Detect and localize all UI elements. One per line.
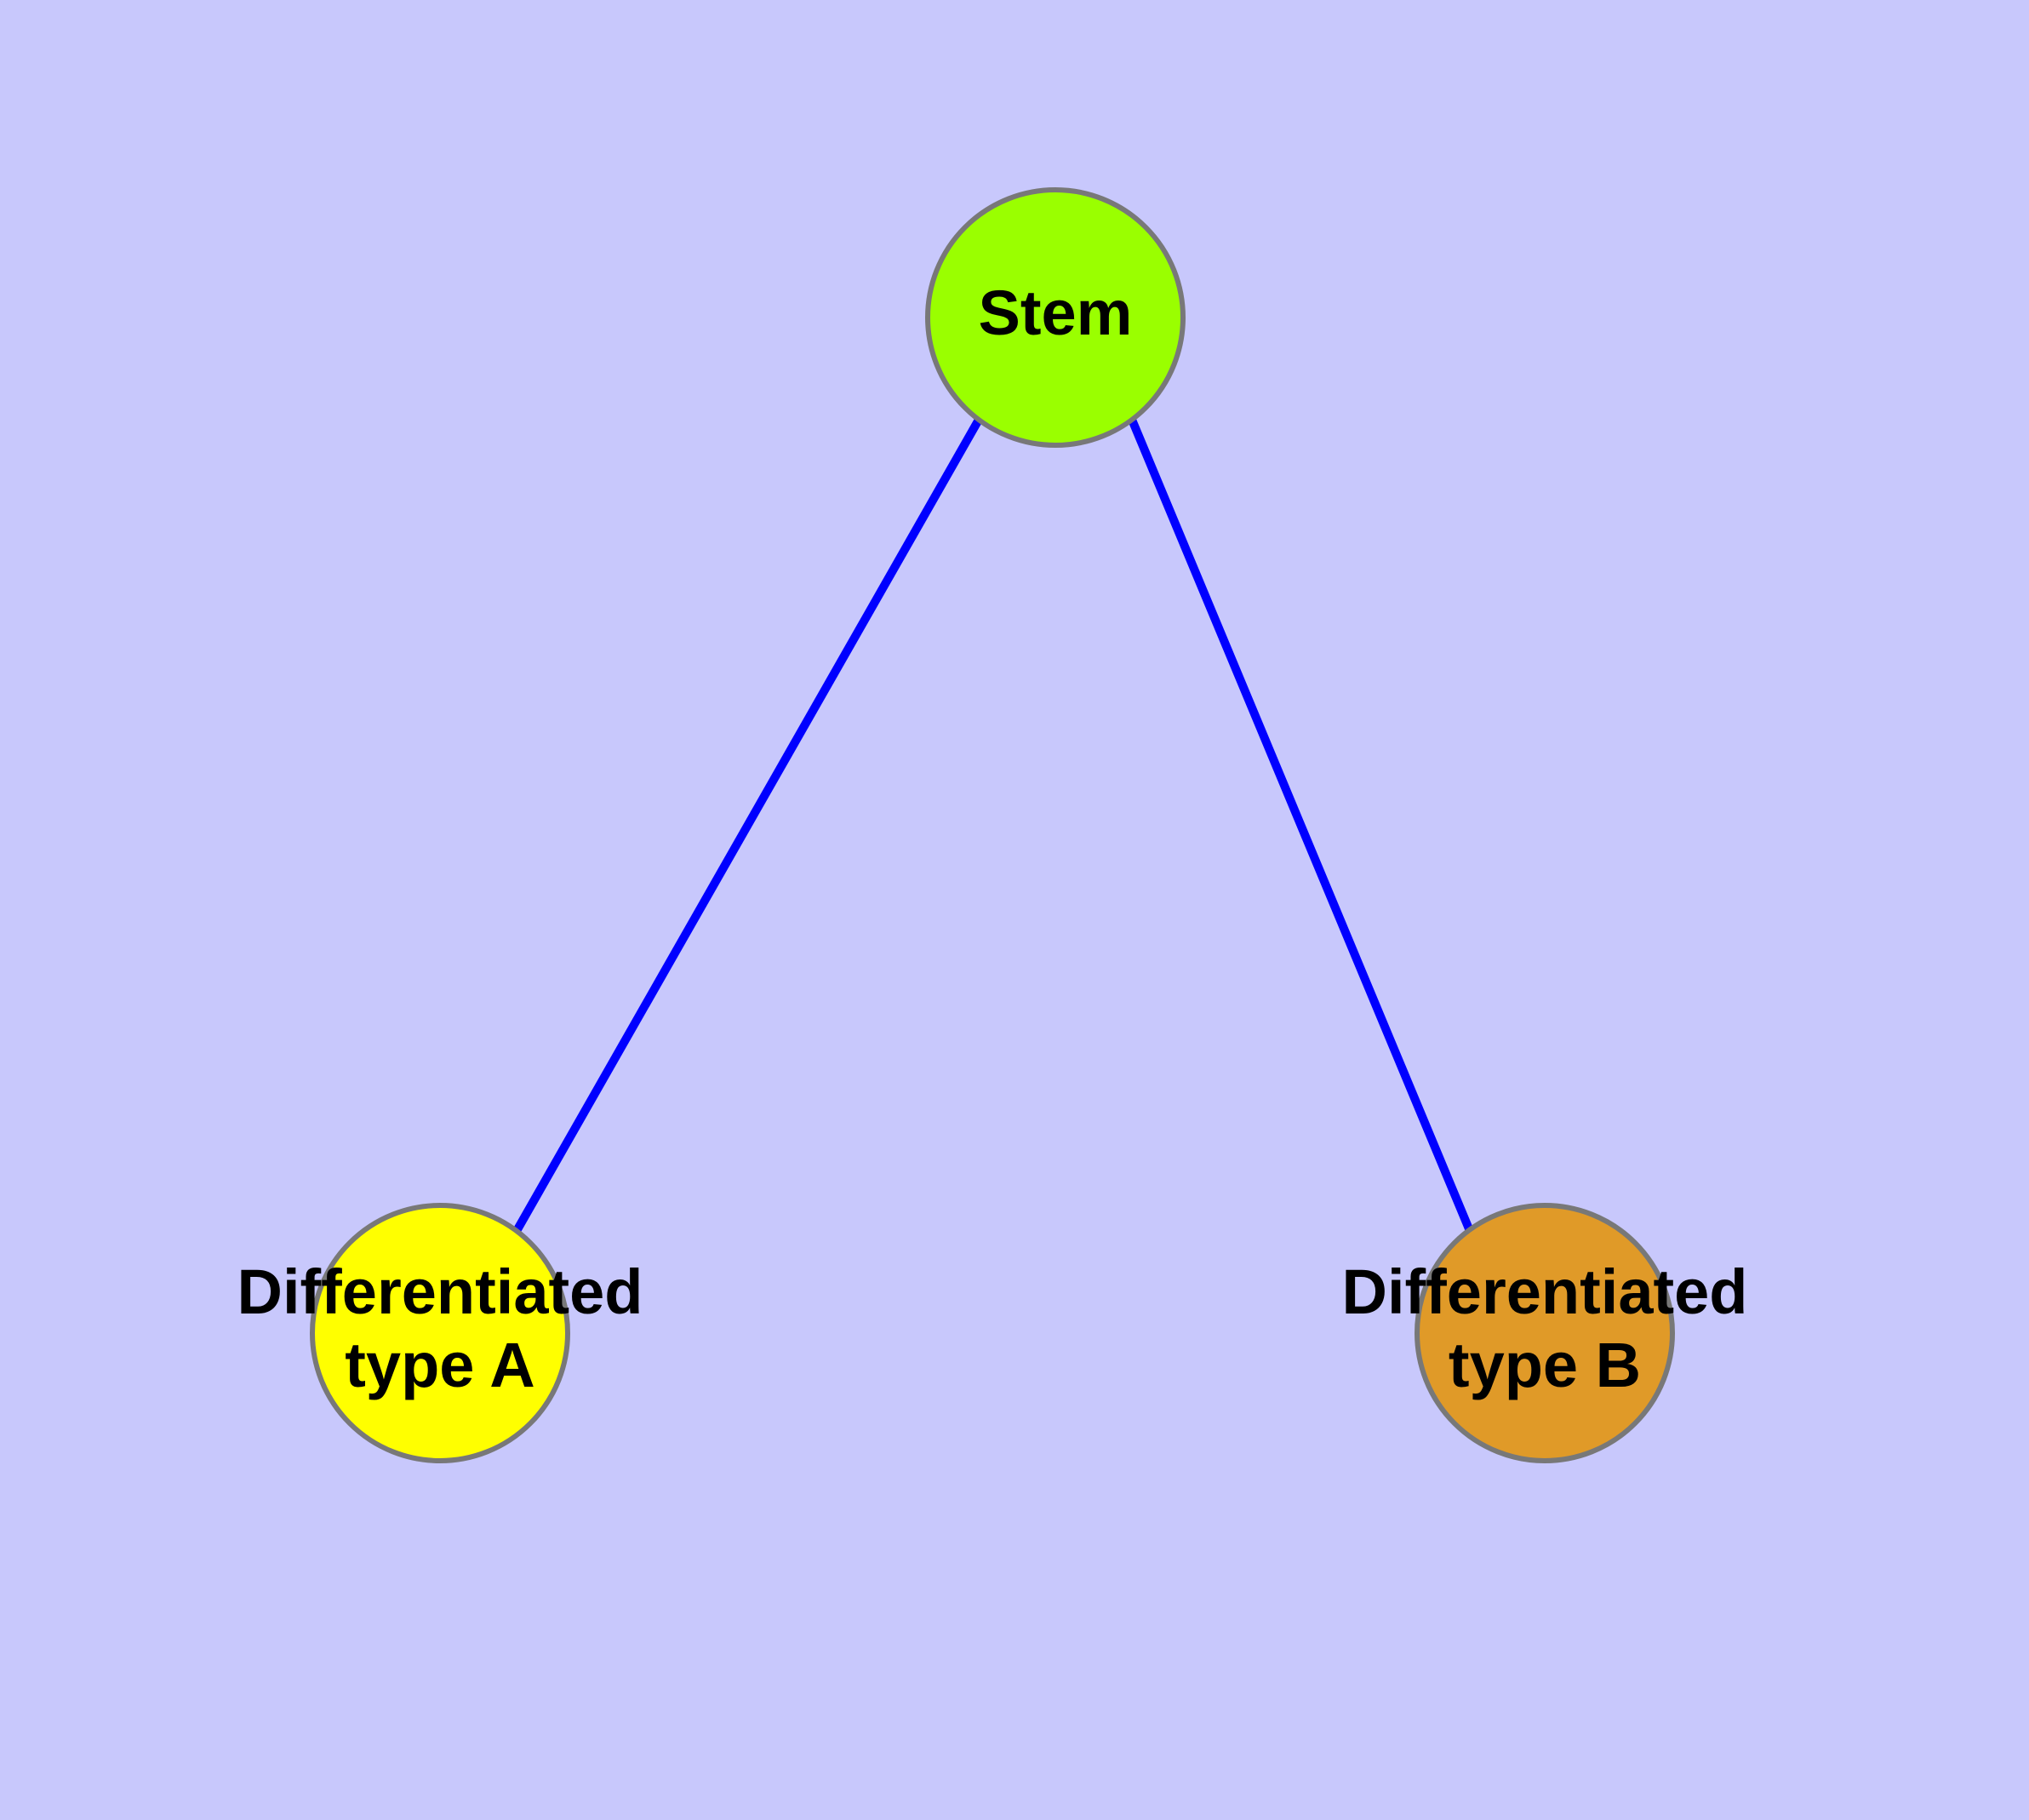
edge-layer: [512, 417, 1474, 1233]
node-label-line: Stem: [979, 278, 1133, 348]
node-label-line: type A: [345, 1330, 534, 1400]
graph-node-stem[interactable]: Stem: [925, 187, 1186, 448]
node-circle-diff-a[interactable]: [310, 1203, 570, 1463]
node-label-stem: Stem: [979, 278, 1133, 348]
node-label-line: Differentiated: [237, 1256, 643, 1327]
graph-edge-stem-to-diff-a[interactable]: [512, 417, 983, 1233]
node-label-line: type B: [1449, 1330, 1641, 1400]
node-circle-diff-b[interactable]: [1415, 1203, 1675, 1463]
node-label-line: Differentiated: [1342, 1256, 1748, 1327]
graph-edge-stem-to-diff-b[interactable]: [1128, 418, 1474, 1233]
node-circle-stem[interactable]: [925, 187, 1186, 448]
